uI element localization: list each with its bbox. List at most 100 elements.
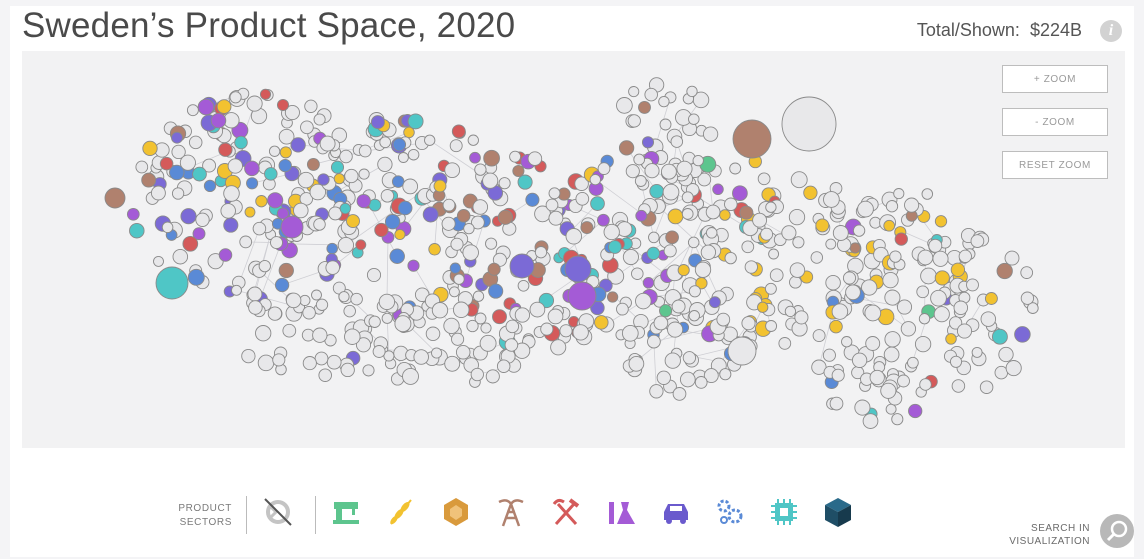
product-node[interactable]	[635, 209, 648, 222]
product-node[interactable]	[483, 149, 500, 167]
product-node[interactable]	[757, 172, 771, 186]
product-node[interactable]	[647, 334, 661, 349]
product-node[interactable]	[884, 289, 901, 306]
product-node[interactable]	[649, 384, 664, 399]
product-node[interactable]	[394, 315, 412, 333]
product-node[interactable]	[894, 232, 908, 246]
product-node[interactable]	[644, 87, 658, 102]
product-node[interactable]	[267, 192, 284, 209]
product-node[interactable]	[505, 319, 520, 334]
product-node[interactable]	[665, 230, 679, 245]
product-node[interactable]	[958, 249, 972, 263]
product-node[interactable]	[1026, 302, 1039, 314]
product-node[interactable]	[187, 268, 205, 286]
product-node[interactable]	[857, 200, 874, 218]
product-node[interactable]	[548, 210, 564, 226]
product-node[interactable]	[930, 289, 947, 307]
product-node[interactable]	[425, 326, 441, 342]
product-node[interactable]	[192, 227, 206, 241]
product-node[interactable]	[389, 248, 405, 264]
product-node[interactable]	[765, 320, 778, 332]
product-node[interactable]	[422, 206, 439, 223]
product-node[interactable]	[842, 271, 857, 285]
product-node[interactable]	[862, 413, 879, 429]
reset-zoom-button[interactable]: RESET ZOOM	[1002, 151, 1108, 179]
product-node[interactable]	[474, 163, 487, 176]
product-node[interactable]	[285, 292, 302, 309]
product-node[interactable]	[402, 178, 419, 195]
product-node[interactable]	[921, 188, 934, 200]
product-node[interactable]	[441, 216, 456, 231]
product-node[interactable]	[676, 160, 693, 177]
product-node[interactable]	[869, 369, 885, 386]
product-node[interactable]	[865, 336, 881, 351]
product-node[interactable]	[318, 368, 332, 382]
product-node[interactable]	[681, 208, 694, 220]
product-node[interactable]	[381, 312, 393, 324]
product-node[interactable]	[392, 137, 407, 152]
product-node[interactable]	[682, 351, 697, 365]
product-node[interactable]	[667, 208, 684, 225]
product-node[interactable]	[512, 164, 525, 178]
product-node[interactable]	[487, 262, 501, 276]
product-node[interactable]	[572, 324, 589, 341]
product-node[interactable]	[883, 346, 900, 363]
product-node[interactable]	[278, 262, 294, 279]
product-node[interactable]	[403, 126, 415, 139]
product-node[interactable]	[142, 140, 158, 157]
product-node[interactable]	[634, 175, 647, 187]
product-node[interactable]	[379, 136, 392, 149]
product-node[interactable]	[344, 168, 359, 184]
product-node[interactable]	[279, 146, 292, 159]
product-node[interactable]	[455, 344, 471, 360]
product-node[interactable]	[358, 144, 372, 158]
product-node[interactable]	[497, 209, 513, 225]
product-node[interactable]	[274, 277, 290, 293]
product-node[interactable]	[517, 279, 530, 292]
info-icon[interactable]: i	[1100, 20, 1122, 42]
product-node[interactable]	[712, 183, 724, 196]
other-icon[interactable]	[822, 496, 854, 528]
product-node[interactable]	[934, 270, 950, 286]
product-node[interactable]	[789, 275, 802, 289]
product-node[interactable]	[171, 144, 186, 160]
product-node[interactable]	[950, 262, 966, 277]
product-node[interactable]	[597, 162, 611, 175]
product-node[interactable]	[169, 164, 185, 181]
product-node[interactable]	[444, 355, 461, 372]
product-node[interactable]	[171, 131, 183, 144]
product-node[interactable]	[885, 403, 897, 415]
product-node[interactable]	[829, 396, 844, 411]
product-node[interactable]	[313, 113, 326, 126]
product-node[interactable]	[851, 352, 868, 368]
product-node[interactable]	[719, 209, 731, 221]
product-space-network[interactable]: + ZOOM - ZOOM RESET ZOOM	[22, 51, 1125, 448]
product-node[interactable]	[407, 148, 420, 161]
stone-icon[interactable]	[440, 496, 472, 528]
product-node[interactable]	[663, 244, 677, 258]
product-node[interactable]	[831, 368, 845, 382]
product-node[interactable]	[315, 298, 329, 311]
product-node[interactable]	[466, 319, 479, 333]
product-node[interactable]	[667, 321, 684, 338]
product-node[interactable]	[325, 260, 340, 275]
product-node[interactable]	[677, 264, 690, 277]
product-node[interactable]	[917, 249, 934, 266]
product-node[interactable]	[659, 304, 673, 318]
product-node[interactable]	[919, 378, 932, 391]
product-node[interactable]	[241, 348, 256, 364]
product-node[interactable]	[649, 183, 665, 199]
product-node[interactable]	[278, 128, 295, 145]
product-node[interactable]	[660, 163, 677, 180]
product-node[interactable]	[340, 362, 355, 378]
product-node[interactable]	[472, 290, 485, 302]
product-node[interactable]	[849, 242, 861, 254]
product-node[interactable]	[339, 149, 353, 164]
product-node[interactable]	[313, 218, 326, 231]
product-node[interactable]	[648, 231, 660, 244]
product-node[interactable]	[470, 367, 484, 382]
product-node[interactable]	[971, 346, 983, 358]
product-node[interactable]	[564, 255, 592, 283]
product-node[interactable]	[829, 319, 843, 334]
product-node[interactable]	[671, 299, 686, 314]
